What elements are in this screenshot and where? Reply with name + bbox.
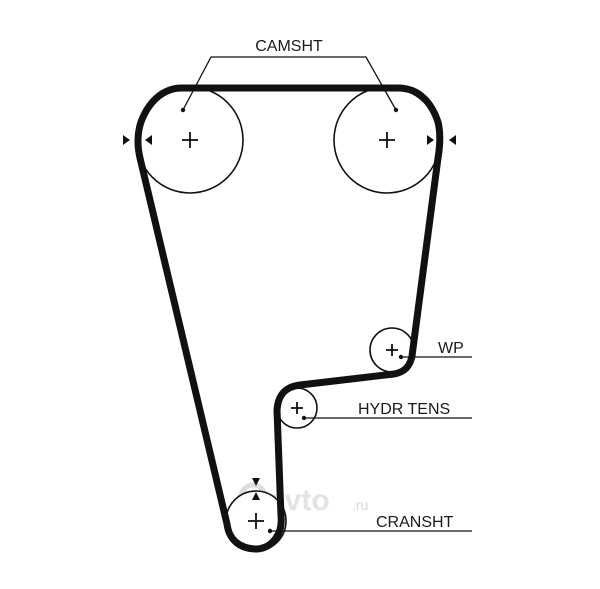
camshaft-right-dot [393,107,399,113]
crankshaft-label: CRANSHT [376,514,454,531]
camshaft-label: CAMSHT [255,38,323,55]
leader-dots [180,107,404,534]
hydraulic-tensioner-label: HYDR TENS [358,401,450,418]
crankshaft-dot [267,528,273,534]
timing-mark-right-outer [449,135,456,145]
timing-mark-left-inner [145,135,152,145]
timing-mark-crank-top [252,478,260,486]
water-pump-label: WP [438,340,464,357]
center-mark-water-pump [386,344,398,356]
pulley-centers [182,132,398,529]
timing-mark-left-outer [123,135,130,145]
pulleys [136,86,441,552]
hydraulic-tensioner-dot [301,415,307,421]
leader-lines [182,56,472,532]
timing-mark-crank-bottom [252,492,260,500]
camshaft-leader [182,56,397,111]
center-mark-camshaft-right [379,132,395,148]
timing-marks [123,135,456,500]
center-mark-hydraulic-tensioner [291,402,303,414]
water-pump-dot [398,354,404,360]
watermark-domain: .ru [352,497,368,513]
timing-mark-right-inner [427,135,434,145]
timing-belt [134,84,444,553]
center-mark-camshaft-left [182,132,198,148]
camshaft-left-dot [180,107,186,113]
center-mark-crankshaft [248,513,264,529]
